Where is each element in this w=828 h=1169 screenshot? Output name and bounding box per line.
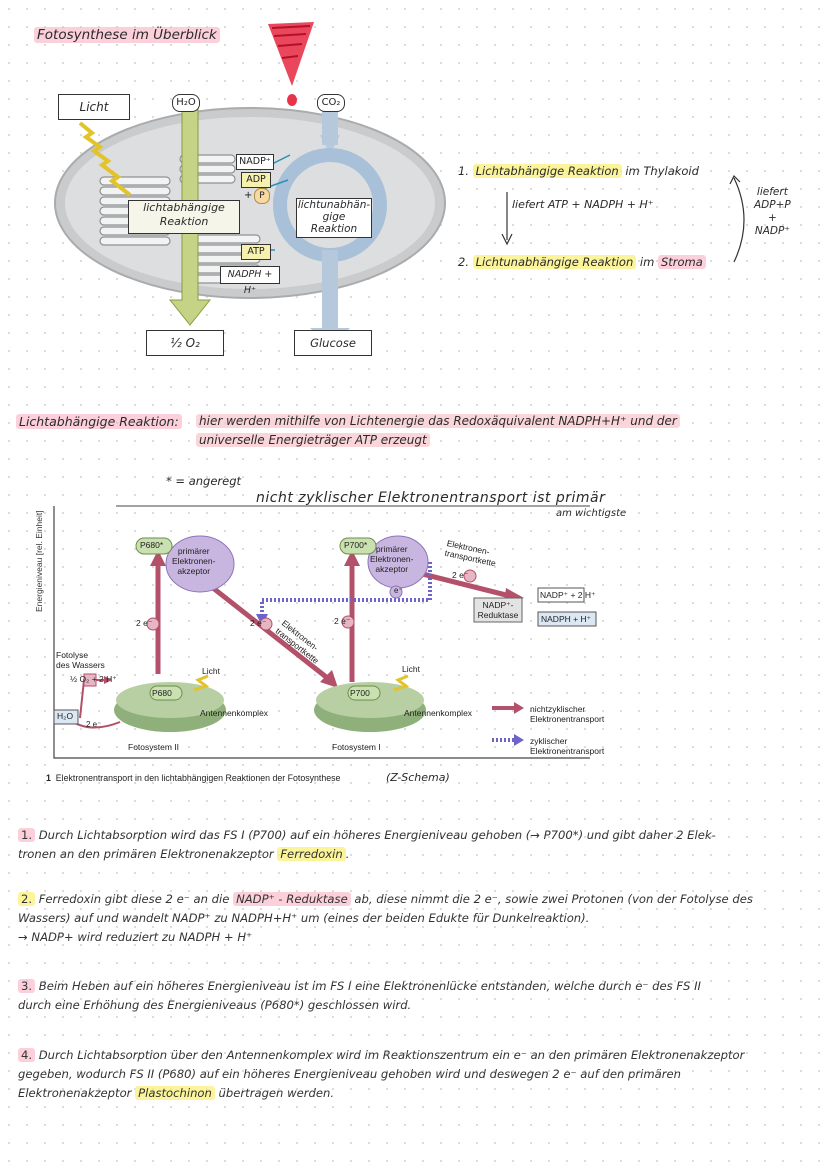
p680-excited-label: P680* (140, 540, 164, 550)
oxygen-label: ½ O₂ (146, 330, 224, 356)
adp-label: ADP (241, 172, 271, 188)
atp-label: ATP (241, 244, 271, 260)
chloroplast-illustration (54, 106, 446, 347)
p680-label: P680 (152, 688, 172, 698)
summary-item-1: 1. Lichtabhängige Reaktion im Thylakoid (458, 164, 699, 178)
p700-excited-label: P700* (344, 540, 368, 550)
antenna-label-ps2: Antennenkomplex (200, 708, 269, 718)
note-star: * = angeregt (166, 474, 242, 488)
light-label-ps2: Licht (202, 666, 220, 676)
note-main: nicht zyklischer Elektronentransport ist… (256, 490, 606, 506)
electron-label-cyclic: e⁻ (394, 586, 403, 595)
nadp-reductase-label: NADP⁺-Reduktase (477, 600, 519, 620)
point-2: 2. Ferredoxin gibt diese 2 e⁻ an die NAD… (18, 892, 753, 944)
water-label: H₂O (57, 711, 74, 721)
curved-arrow-icon (729, 174, 745, 263)
electron-label-ps1: 2 e⁻ (334, 616, 351, 626)
p700-label: P700 (350, 688, 370, 698)
doodle-heart-icon (268, 22, 314, 106)
nadp-label: NADP⁺ (236, 154, 274, 170)
summary-item-2: 2. Lichtunabhängige Reaktion im Stroma (458, 255, 706, 269)
section-text: hier werden mithilfe von Lichtenergie da… (196, 412, 680, 450)
light-label-ps1: Licht (402, 664, 420, 674)
point-4: 4. Durch Lichtabsorption über den Antenn… (18, 1048, 745, 1100)
point-1: 1. Durch Lichtabsorption wird das FS I (… (18, 828, 716, 861)
glucose-label: Glucose (294, 330, 372, 356)
caption-handwritten: (Z-Schema) (386, 771, 450, 784)
oxygen-release-label: ½ O₂ + 2 H⁺ (70, 674, 117, 684)
electron-label-ps2: 2 e⁻ (136, 618, 153, 628)
point-3: 3. Beim Heben auf ein höheres Energieniv… (18, 979, 701, 1012)
section-heading: Lichtabhängige Reaktion: (16, 414, 182, 429)
supplies-text: liefert ATP + NADPH + H⁺ (512, 198, 654, 211)
page-title: Fotosynthese im Überblick (34, 27, 220, 43)
light-label: Licht (58, 94, 130, 120)
nadp-input-label: NADP⁺ + 2 H⁺ (540, 590, 596, 600)
nadph-output-label: NADPH + H⁺ (541, 614, 592, 624)
nadph-label: NADPH + H⁺ (220, 266, 280, 296)
chloroplast-diagram (40, 85, 450, 365)
antenna-label-ps1: Antennenkomplex (404, 708, 473, 718)
y-axis-label: Energieniveau [rel. Einheit] (34, 510, 44, 612)
z-scheme-diagram (53, 505, 597, 759)
down-arrow-icon (501, 192, 513, 246)
electron-label-chain1: 2 e⁻ (250, 618, 267, 628)
ps2-label: Fotosystem II (128, 742, 180, 752)
h2o-label: H₂O (172, 94, 200, 112)
ps1-label: Fotosystem I (332, 742, 381, 752)
co2-label: CO₂ (317, 94, 345, 112)
figure-caption: 1 Elektronentransport in den lichtabhäng… (46, 773, 341, 783)
note-important: am wichtigste (556, 508, 627, 519)
phosphate-label: P (254, 188, 270, 204)
electron-label-chain2: 2 e⁻ (452, 570, 469, 580)
water-electron-label: 2 e⁻ (86, 720, 102, 729)
plus-sign: + (244, 190, 253, 201)
